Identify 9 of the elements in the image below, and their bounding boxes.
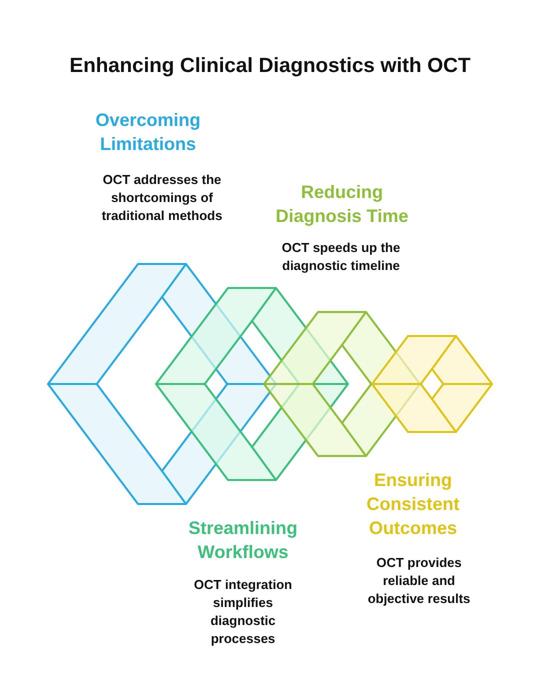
heading: Reducing Diagnosis Time [274, 181, 410, 228]
title: Enhancing Clinical Diagnostics with OCT [68, 53, 472, 79]
description: OCT provides reliable and objective results [366, 554, 472, 608]
description: OCT addresses the shortcomings of traditional methods [100, 171, 224, 225]
description: OCT speeds up the diagnostic timeline [280, 239, 402, 275]
heading: Overcoming Limitations [94, 109, 202, 156]
description: OCT integration simplifies diagnostic processes [192, 576, 294, 648]
heading: Streamlining Workflows [187, 517, 299, 564]
heading: Ensuring Consistent Outcomes [365, 469, 460, 540]
